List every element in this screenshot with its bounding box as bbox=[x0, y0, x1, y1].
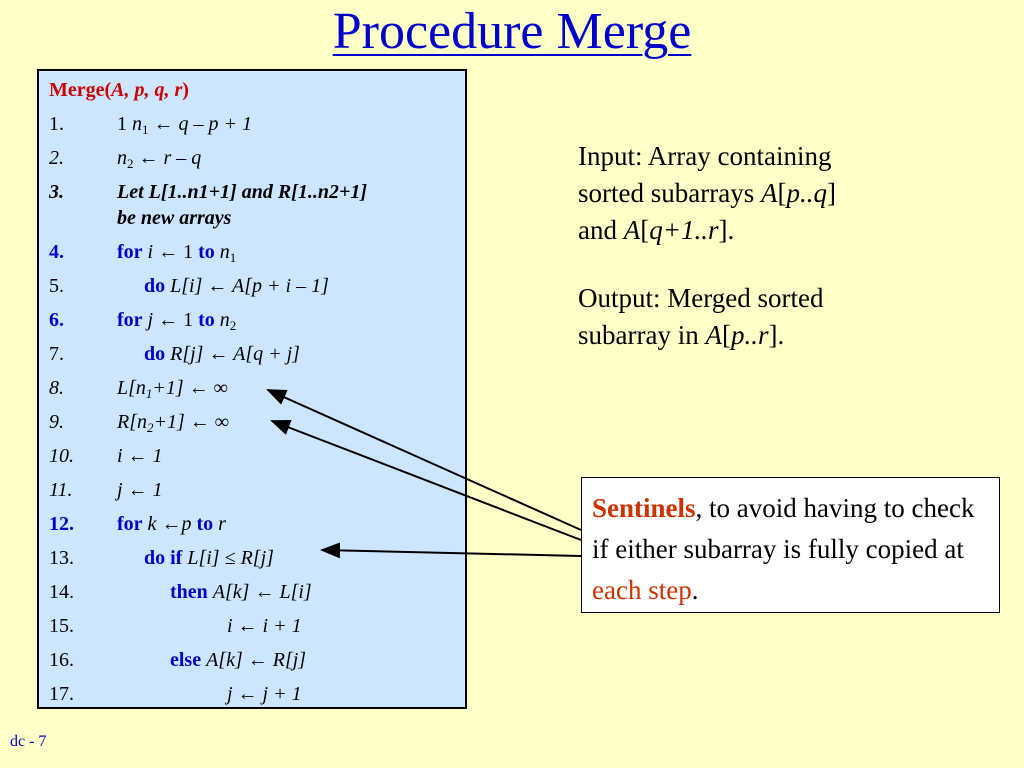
procedure-header: Merge(A, p, q, r) bbox=[49, 79, 189, 101]
sentinels-note: Sentinels, to avoid having to check if e… bbox=[581, 477, 1000, 613]
slide-title: Procedure Merge bbox=[332, 3, 692, 60]
slide-footer: dc - 7 bbox=[10, 733, 47, 750]
output-description: Output: Merged sorted subarray in A[p..r… bbox=[578, 283, 824, 350]
input-description: Input: Array containing sorted subarrays… bbox=[578, 141, 836, 245]
pseudocode-box: Merge(A, p, q, r) 1. 1 n1 ← q – p + 1 2.… bbox=[37, 69, 467, 709]
